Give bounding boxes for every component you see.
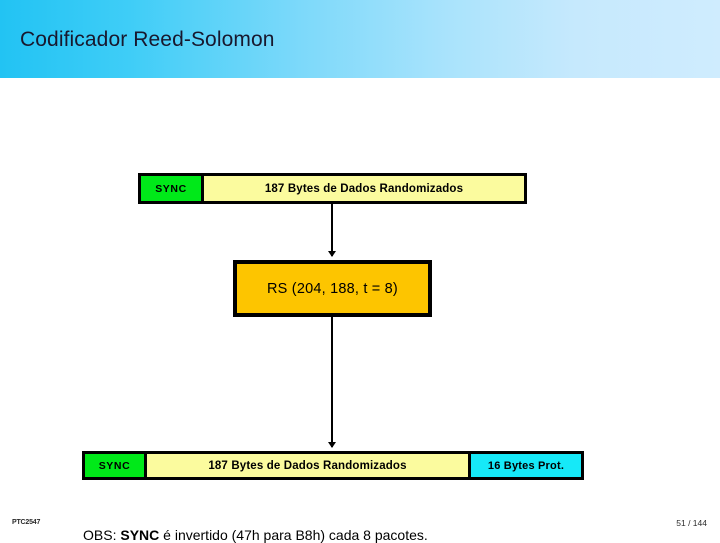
- output-frame: SYNC 187 Bytes de Dados Randomizados 16 …: [82, 451, 584, 480]
- reed-solomon-diagram: SYNC 187 Bytes de Dados Randomizados RS …: [0, 78, 720, 543]
- arrow-down-icon-encoder-to-output: [328, 317, 336, 448]
- input-frame-sync-segment: SYNC: [141, 176, 204, 201]
- input-frame-payload-segment: 187 Bytes de Dados Randomizados: [204, 176, 524, 201]
- output-frame-parity-segment: 16 Bytes Prot.: [468, 454, 581, 477]
- observation-note-rest: é invertido (47h para B8h) cada 8 pacote…: [159, 527, 428, 543]
- input-frame: SYNC 187 Bytes de Dados Randomizados: [138, 173, 527, 204]
- observation-note-prefix: OBS:: [83, 527, 121, 543]
- rs-encoder-block: RS (204, 188, t = 8): [233, 260, 432, 317]
- footer-course-code: PTC2547: [12, 519, 41, 526]
- footer-page-number: 51 / 144: [676, 518, 707, 528]
- observation-note: OBS: SYNC é invertido (47h para B8h) cad…: [83, 527, 428, 543]
- observation-note-emphasis: SYNC: [120, 527, 160, 543]
- header-banner: Codificador Reed-Solomon: [0, 0, 720, 78]
- page-title: Codificador Reed-Solomon: [20, 28, 275, 51]
- output-frame-payload-segment: 187 Bytes de Dados Randomizados: [147, 454, 468, 477]
- slide-footer: PTC2547 51 / 144: [0, 498, 720, 540]
- arrow-down-icon-input-to-encoder: [328, 204, 336, 257]
- output-frame-sync-segment: SYNC: [85, 454, 147, 477]
